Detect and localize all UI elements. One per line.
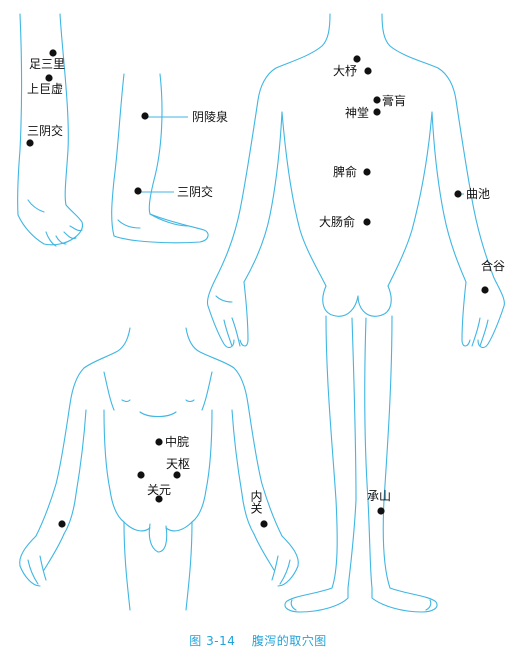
- dot-dazhu-2: [364, 67, 372, 75]
- dot-zhongwan: [155, 438, 163, 446]
- dot-quchi: [454, 190, 462, 198]
- dot-sanyinjiao-side: [134, 187, 142, 195]
- figure-caption: 图 3-14 腹泻的取穴图: [0, 632, 516, 649]
- dot-dazhu-1: [353, 55, 361, 63]
- back-body-figure: [206, 13, 505, 613]
- dot-dachangshu: [363, 218, 371, 226]
- label-yinlingquan: 阴陵泉: [192, 110, 228, 124]
- front-leg-figure: [17, 13, 84, 247]
- dot-shangjuxu: [45, 74, 53, 82]
- dot-neiguan-right: [260, 520, 268, 528]
- dot-hegu: [481, 286, 489, 294]
- dot-shentang: [373, 108, 381, 116]
- dot-sanyinjiao-front: [26, 139, 34, 147]
- caption-number: 图 3-14: [189, 634, 236, 648]
- side-leg-figure: [111, 73, 209, 244]
- label-dachangshu: 大肠俞: [319, 214, 355, 229]
- label-guanyuan: 关元: [147, 483, 171, 497]
- dot-pishu: [363, 168, 371, 176]
- label-shangjuxu: 上巨虚: [27, 82, 63, 96]
- label-zhongwan: 中脘: [165, 434, 189, 449]
- label-sanyinjiao-front: 三阴交: [27, 123, 63, 138]
- dot-chengshan: [377, 507, 385, 515]
- label-sanyinjiao-side: 三阴交: [177, 184, 213, 199]
- acupoint-dots: [26, 49, 489, 528]
- label-tianshu: 天枢: [166, 456, 190, 471]
- acupoint-labels: 足三里 上巨虚 三阴交 阴陵泉 三阴交 大杼 膏肓 神堂 脾俞 大肠俞 曲池 合…: [27, 57, 505, 514]
- dot-tianshu-left: [137, 471, 145, 479]
- label-chengshan: 承山: [367, 489, 391, 503]
- dot-neiguan-left: [58, 520, 66, 528]
- label-gaohuang: 膏肓: [382, 93, 406, 108]
- label-zusanli: 足三里: [29, 57, 65, 71]
- dot-tianshu-right: [173, 471, 181, 479]
- front-torso-figure: [19, 327, 299, 611]
- label-shentang: 神堂: [345, 106, 369, 120]
- dot-gaohuang: [373, 96, 381, 104]
- label-quchi: 曲池: [466, 187, 490, 201]
- label-hegu: 合谷: [481, 258, 505, 273]
- dot-yinlingquan: [141, 112, 149, 120]
- caption-title: 腹泻的取穴图: [251, 634, 327, 648]
- dot-guanyuan: [155, 495, 163, 503]
- dot-zusanli: [49, 49, 57, 57]
- label-neiguan: 内关: [249, 490, 263, 514]
- label-pishu: 脾俞: [333, 164, 357, 179]
- label-dazhu: 大杼: [333, 63, 357, 78]
